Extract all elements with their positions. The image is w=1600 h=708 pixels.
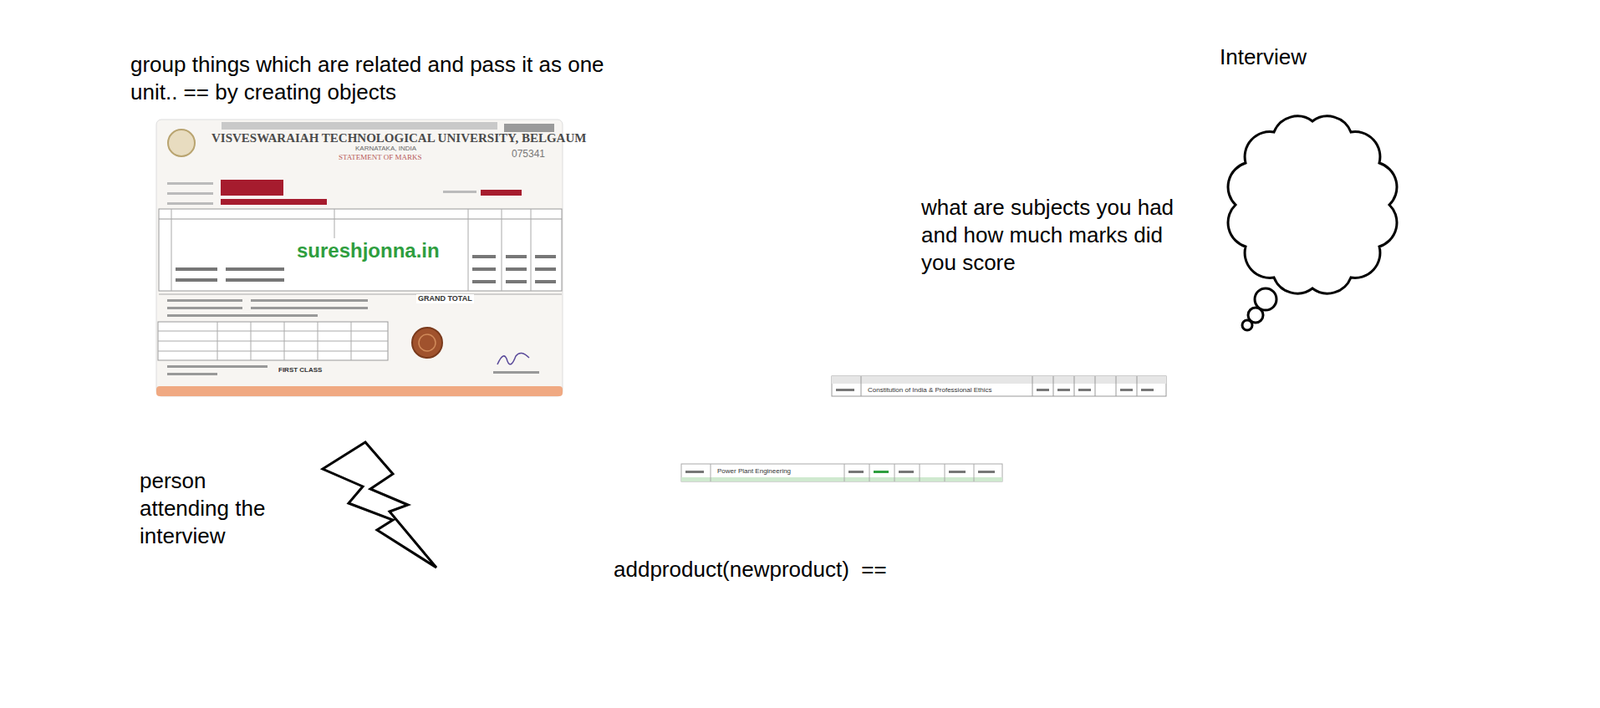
serial-number: 075341: [511, 147, 546, 160]
table-cell: Constitution of India & Professional Eth…: [866, 386, 994, 395]
marks-card: [156, 119, 563, 397]
question-text: what are subjects you had and how much m…: [921, 193, 1198, 277]
table-strip: [831, 376, 1167, 397]
table-strip: [681, 463, 1003, 482]
note-text: person attending the interview: [139, 467, 281, 551]
watermark: sureshjonna.in: [295, 239, 442, 262]
card-title: STATEMENT OF MARKS: [338, 152, 423, 163]
card-text: KARNATAKA, INDIA: [355, 144, 417, 153]
heading-text: Interview: [1219, 43, 1307, 72]
thought-cloud: [1228, 116, 1397, 331]
note-text: group things which are related and pass …: [130, 50, 616, 107]
table-cell: GRAND TOTAL: [416, 294, 474, 304]
university-name: VISVESWARAIAH TECHNOLOGICAL UNIVERSITY, …: [211, 131, 586, 146]
table-cell: Power Plant Engineering: [715, 467, 793, 476]
table-cell: FIRST CLASS: [278, 366, 322, 375]
lightning-bolt: [322, 442, 437, 568]
code-text: addproduct(newproduct) ==: [613, 555, 887, 584]
